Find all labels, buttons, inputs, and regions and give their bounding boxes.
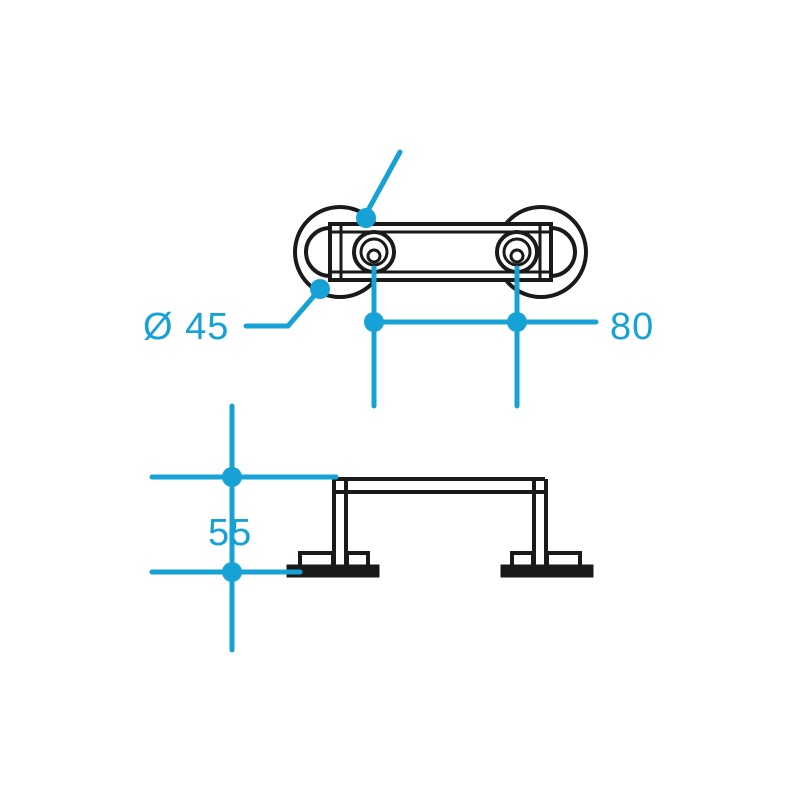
dimension-label-height-55: 55	[208, 512, 252, 554]
left-flange-slot	[304, 226, 358, 278]
dimension-length-80	[364, 265, 599, 409]
side-right-foot	[500, 551, 594, 578]
dimension-top-callout	[356, 149, 403, 228]
dimension-height-55	[149, 403, 339, 653]
dimension-label-diameter-45: Ø 45	[143, 306, 229, 348]
height-55-dot-bottom	[222, 562, 242, 582]
right-flange-slot	[523, 226, 577, 278]
length-80-dot-right	[507, 312, 527, 332]
left-fixing-screw	[352, 230, 396, 274]
dimension-label-length-80: 80	[610, 306, 654, 348]
right-foot-collar-right	[545, 551, 582, 567]
top-callout-leader-line	[363, 149, 403, 217]
right-foot-collar-left	[510, 551, 535, 567]
left-foot-collar-left	[298, 551, 335, 567]
diameter-45-leader-dot	[310, 279, 330, 299]
left-foot-collar-right	[345, 551, 370, 567]
top-callout-leader-dot	[356, 208, 376, 228]
right-foot-base-plate	[500, 564, 594, 578]
length-80-dot-left	[364, 312, 384, 332]
dimension-diameter-45	[243, 279, 330, 329]
side-view	[286, 477, 594, 578]
top-view	[293, 205, 588, 299]
height-55-dot-top	[222, 467, 242, 487]
